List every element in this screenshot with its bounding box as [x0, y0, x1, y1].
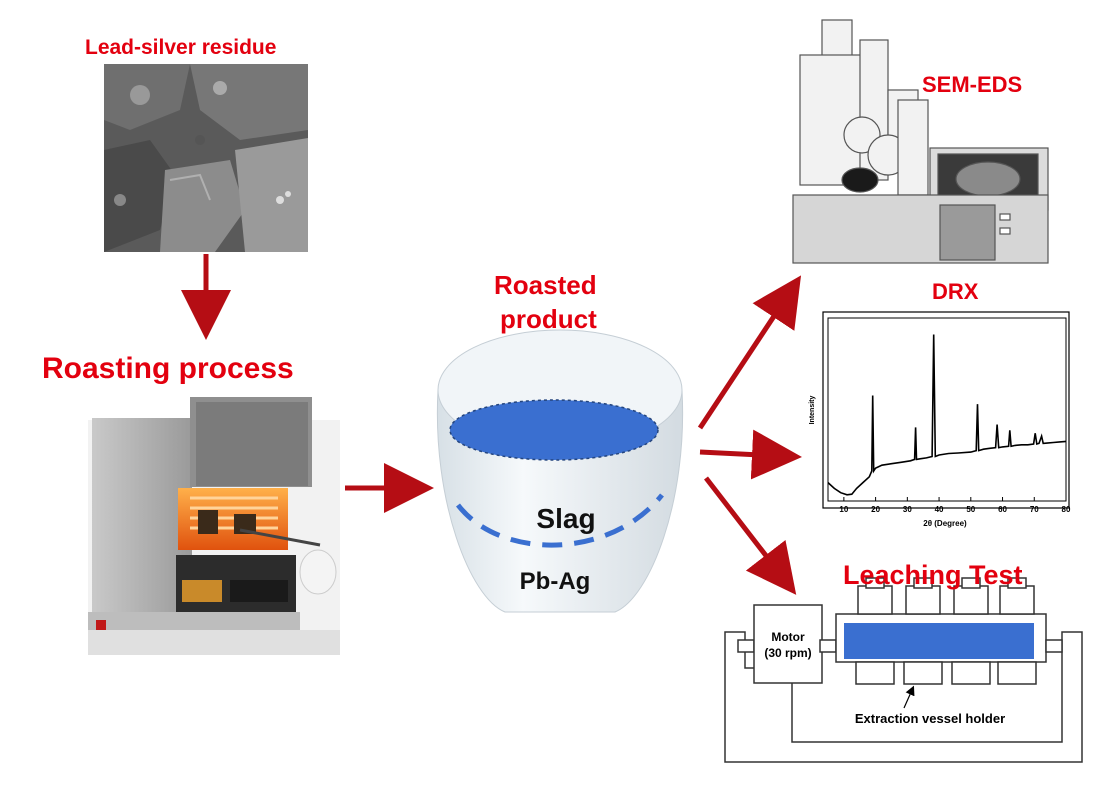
drx-tick-label-50: 50: [966, 505, 975, 514]
process-arrows: [181, 254, 802, 595]
motor-label-line2: (30 rpm): [764, 646, 811, 660]
drx-ylabel: Intensity: [809, 396, 816, 425]
label-roasted-line2: product: [500, 304, 597, 334]
drx-xlabel: 2θ (Degree): [923, 519, 967, 528]
molten-liquid: [449, 399, 659, 461]
crucible: Slag Pb-Ag: [436, 329, 684, 613]
arrow-to-sem: [697, 275, 802, 430]
furnace-illustration: [88, 397, 340, 655]
label-residue: Lead-silver residue: [85, 36, 277, 59]
drx-tick-label-10: 10: [839, 505, 848, 514]
drx-series-line: [827, 334, 1067, 496]
slag-label: Slag: [536, 503, 595, 534]
holder-label: Extraction vessel holder: [855, 711, 1005, 726]
label-roasted-line1: Roasted: [494, 270, 597, 300]
sem-eds-instrument: [792, 19, 1049, 264]
drx-tick-label-70: 70: [1030, 505, 1039, 514]
arrow-to-drx: [699, 429, 802, 480]
pbag-label: Pb-Ag: [520, 568, 591, 595]
motor-label-line1: Motor: [771, 630, 805, 644]
vessel-holder-bar: [844, 623, 1034, 659]
slag-boundary: [456, 493, 664, 548]
label-roasting: Roasting process: [42, 352, 294, 385]
label-drx: DRX: [932, 279, 979, 304]
drx-tick-label-60: 60: [998, 505, 1007, 514]
label-leaching-test: Leaching Test: [843, 560, 1023, 590]
residue-micrograph: [104, 64, 308, 252]
leaching-apparatus: Motor (30 rpm) Extraction vessel holder: [724, 577, 1083, 763]
drx-tick-label-80: 80: [1062, 505, 1071, 514]
drx-tick-label-30: 30: [903, 505, 912, 514]
label-sem-eds: SEM-EDS: [922, 72, 1023, 97]
drx-tick-label-20: 20: [871, 505, 880, 514]
drx-chart: 10 20 30 40 50 60 70 80 2θ (Degree) Intensity: [809, 311, 1071, 528]
drx-tick-label-40: 40: [935, 505, 944, 514]
arrow-to-leaching: [704, 476, 797, 595]
